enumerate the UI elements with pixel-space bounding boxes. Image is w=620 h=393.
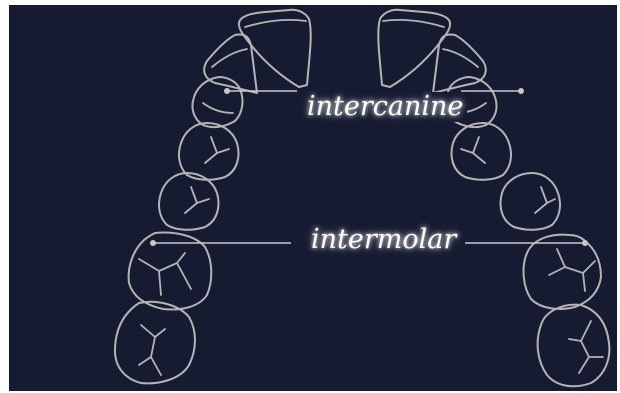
tooth-second-premolar-right bbox=[499, 172, 561, 231]
tooth-central-incisor-left bbox=[237, 8, 312, 88]
tooth-first-molar-right bbox=[522, 233, 602, 310]
intercanine-endpoint-left bbox=[224, 88, 230, 94]
intermolar-endpoint-left bbox=[150, 240, 156, 246]
tooth-second-premolar-left bbox=[158, 172, 220, 231]
tooth-canine-left bbox=[191, 76, 244, 129]
tooth-second-molar-right bbox=[536, 303, 611, 388]
intercanine-measure-line bbox=[224, 88, 524, 94]
tooth-lateral-incisor-left bbox=[203, 33, 258, 94]
tooth-first-premolar-right bbox=[450, 122, 512, 181]
tooth-central-incisor-right bbox=[377, 8, 452, 88]
intermolar-label: intermolar bbox=[307, 225, 461, 255]
intercanine-label: intercanine bbox=[303, 92, 468, 122]
intermolar-measure-line bbox=[150, 240, 588, 246]
intercanine-endpoint-right bbox=[518, 88, 524, 94]
dental-arch-panel: intercanine intermolar bbox=[9, 5, 617, 391]
tooth-lateral-incisor-right bbox=[432, 33, 487, 94]
tooth-first-premolar-left bbox=[178, 122, 240, 181]
dental-arch-diagram bbox=[114, 8, 611, 388]
tooth-second-molar-left bbox=[114, 300, 196, 385]
intermolar-endpoint-right bbox=[582, 240, 588, 246]
tooth-first-molar-left bbox=[127, 231, 213, 311]
